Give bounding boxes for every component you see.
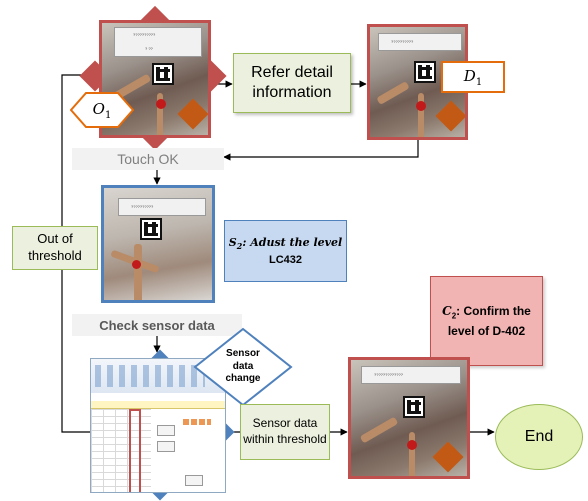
s2-adjust-box: S2: Adust the level LC432 [224,220,347,282]
sheet-button-3 [185,475,203,486]
refer-detail-box: Refer detail information [233,53,351,113]
c2-title-text: : Confirm the level of D-402 [447,304,531,338]
photo-confirm-level: ????????????? [348,357,470,479]
end-node: End [495,404,583,470]
s2-symbol: S [228,236,237,250]
s2-code: LC432 [268,253,303,266]
sheet-ribbon-icons [95,365,205,387]
spreadsheet-screenshot [90,358,226,493]
within-threshold-text: Sensor data within threshold [243,416,327,446]
sheet-mini-cells [183,419,211,425]
d1-subscript: 1 [475,76,483,88]
check-sensor-text: Check sensor data [99,317,215,333]
out-of-threshold-box: Out of threshold [12,226,98,270]
photo-detail-info: ?????????? [367,24,468,140]
s2-title-text: : Adust the level [242,236,343,250]
check-sensor-box: Check sensor data [72,314,242,336]
sheet-button-2 [157,441,175,452]
touch-ok-text: Touch OK [117,151,179,167]
s2-subscript: 2 [236,241,243,252]
c2-subscript: 2 [451,311,457,321]
o1-symbol: O [92,99,105,118]
out-of-threshold-text: Out of threshold [28,231,82,263]
o1-label: O1 [70,92,134,128]
touch-ok-box: Touch OK [72,148,224,170]
sheet-grid [91,409,151,492]
c2-confirm-box: C2: Confirm the level of D-402 [430,276,543,366]
c2-symbol: C [442,304,452,319]
photo-adjust-level: ?????????? [101,185,215,303]
sheet-notice-bar [91,401,225,409]
refer-detail-text: Refer detail information [251,64,333,101]
sensor-change-diamond: Sensor data change [193,327,293,407]
d1-label: D1 [441,61,505,93]
sheet-highlight-column [129,409,141,492]
sensor-change-text: Sensor data change [225,348,261,385]
within-threshold-box: Sensor data within threshold [240,404,330,460]
end-text: End [524,428,554,445]
o1-subscript: 1 [104,109,112,121]
sheet-button-1 [157,425,175,436]
arrow-photo2-touchok [223,140,419,161]
d1-symbol: D [463,66,476,85]
s2-title: S2: Adust the level [229,236,342,251]
